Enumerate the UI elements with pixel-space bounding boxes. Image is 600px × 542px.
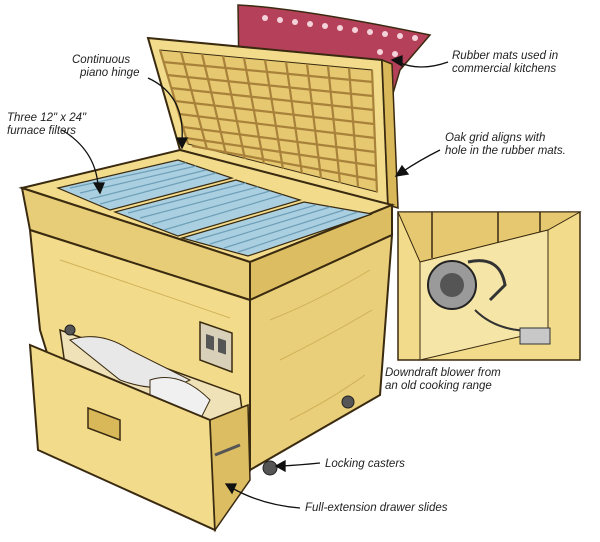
blower-inset — [397, 211, 582, 361]
label-blower-line2: an old cooking range — [385, 380, 492, 392]
drawer — [28, 328, 251, 533]
locking-casters — [64, 324, 355, 476]
label-rubber-mats-line1: Rubber mats used in — [452, 50, 559, 62]
label-filters-line2: furnace filters — [7, 125, 77, 137]
leader-lines — [61, 55, 449, 509]
label-drawer-slides: Full-extension drawer slides — [305, 502, 448, 515]
label-piano-hinge: Continuous piano hinge — [72, 54, 139, 80]
label-blower: Downdraft blower from an old cooking ran… — [385, 367, 501, 393]
label-drawer-slides-line1: Full-extension drawer slides — [305, 502, 448, 514]
furnace-filters — [56, 159, 373, 257]
label-blower-line1: Downdraft blower from — [385, 367, 501, 379]
label-piano-hinge-line2: piano hinge — [80, 67, 140, 79]
label-oak-grid-line1: Oak grid aligns with — [445, 132, 546, 144]
label-oak-grid-line2: hole in the rubber mats. — [445, 145, 566, 157]
label-casters: Locking casters — [325, 458, 405, 471]
label-rubber-mats-line2: commercial kitchens — [452, 63, 557, 75]
label-oak-grid: Oak grid aligns with hole in the rubber … — [445, 132, 566, 158]
label-casters-line1: Locking casters — [325, 458, 405, 470]
label-piano-hinge-line1: Continuous — [72, 54, 131, 66]
lid-oak-grid — [146, 36, 399, 210]
label-filters: Three 12" x 24" furnace filters — [7, 112, 86, 138]
label-rubber-mats: Rubber mats used in commercial kitchens — [452, 50, 558, 76]
label-filters-line1: Three 12" x 24" — [7, 112, 87, 124]
